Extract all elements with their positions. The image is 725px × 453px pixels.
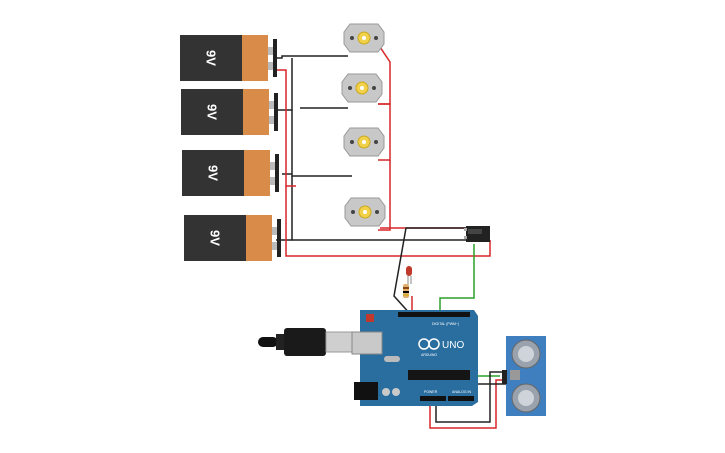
usb-cable-tip (258, 337, 278, 347)
dc-motor-4[interactable] (344, 197, 386, 227)
resistor-band (403, 291, 409, 293)
digital-header-label: DIGITAL (PWM~) (432, 322, 459, 326)
wire-red-sensor (429, 379, 506, 429)
relay-pin (464, 228, 467, 231)
sensor-transducer-inner (518, 346, 534, 362)
battery-terminal (269, 116, 275, 124)
motor-terminal (372, 86, 376, 90)
wire-black-2 (276, 58, 293, 111)
motor-terminal (350, 36, 354, 40)
usb-cable-body (284, 328, 326, 356)
microcontroller-chip (408, 370, 470, 380)
battery-terminal (268, 47, 274, 55)
reset-button[interactable] (366, 314, 374, 322)
battery-terminal (269, 101, 275, 109)
resistor-band (403, 294, 409, 296)
battery-clip (273, 39, 277, 77)
battery-body (181, 89, 243, 135)
wire-red-1 (276, 69, 287, 116)
battery-label: 9V (205, 104, 220, 120)
battery-body (182, 150, 244, 196)
motor-hub (362, 140, 366, 144)
wire-black-sensor (435, 371, 506, 423)
arduino-power-jack (354, 382, 378, 400)
usb-cable-strain (276, 334, 286, 350)
battery-clip (277, 219, 281, 257)
motor-terminal (374, 140, 378, 144)
battery-terminal (268, 62, 274, 70)
battery-1[interactable]: 9V (180, 35, 277, 81)
arduino-board (360, 310, 478, 406)
arduino-logo-icon (428, 338, 440, 350)
motor-hub (362, 36, 366, 40)
arduino-usb-jack (351, 331, 383, 355)
battery-clip (274, 93, 278, 131)
wire-green-1 (439, 244, 475, 316)
motor-terminal (351, 210, 355, 214)
wire-red-3 (285, 186, 491, 257)
sensor-transducer-inner (518, 390, 534, 406)
wire-black-1 (276, 55, 348, 59)
analog-header-label: ANALOG IN (452, 390, 472, 394)
motor-terminal (374, 36, 378, 40)
battery-label: 9V (206, 165, 221, 181)
wire-red-5 (378, 103, 391, 161)
battery-cap (243, 89, 269, 135)
dc-motor-2[interactable] (341, 73, 383, 103)
analog-header (448, 396, 474, 401)
dc-motor-3[interactable] (343, 127, 385, 157)
relay-pin (464, 236, 467, 239)
usb-cable-connector (325, 331, 355, 353)
capacitor (392, 388, 400, 396)
resistor-band (403, 287, 409, 289)
battery-label: 9V (204, 50, 219, 66)
relay-module[interactable] (464, 226, 490, 242)
battery-body (180, 35, 242, 81)
battery-body (184, 215, 246, 261)
arduino-brand-text: ARDUINO (421, 353, 437, 357)
battery-clip (275, 154, 279, 192)
battery-terminal (272, 242, 278, 250)
usb-cable[interactable] (258, 328, 355, 356)
battery-terminal (272, 227, 278, 235)
battery-cap (244, 150, 270, 196)
relay-label-area (468, 229, 482, 234)
crystal-oscillator (384, 356, 400, 362)
wire-black-relay (393, 227, 466, 317)
battery-label: 9V (208, 230, 223, 246)
motor-terminal (348, 86, 352, 90)
battery-4[interactable]: 9V (184, 215, 281, 261)
battery-terminal (270, 162, 276, 170)
capacitor (382, 388, 390, 396)
motor-terminal (350, 140, 354, 144)
resistor[interactable] (403, 284, 409, 298)
ultrasonic-sensor[interactable] (502, 336, 546, 416)
motor-terminal (375, 210, 379, 214)
battery-cap (246, 215, 272, 261)
sensor-pins (502, 370, 507, 384)
sensor-crystal (510, 370, 520, 380)
battery-3[interactable]: 9V (182, 150, 279, 196)
power-header-label: POWER (424, 390, 438, 394)
motor-hub (360, 86, 364, 90)
arduino-logo-text: UNO (442, 340, 464, 351)
battery-cap (242, 35, 268, 81)
wire-red-6 (378, 160, 391, 231)
dc-motor-1[interactable] (343, 23, 385, 53)
battery-terminal (270, 177, 276, 185)
wire-black-3 (291, 110, 352, 177)
digital-header (398, 312, 470, 317)
led-dome (406, 266, 412, 276)
battery-2[interactable]: 9V (181, 89, 278, 135)
motor-hub (363, 210, 367, 214)
power-header (420, 396, 446, 401)
arduino-uno[interactable]: UNO ARDUINO DIGITAL (PWM~) POWER ANALOG … (351, 310, 478, 406)
